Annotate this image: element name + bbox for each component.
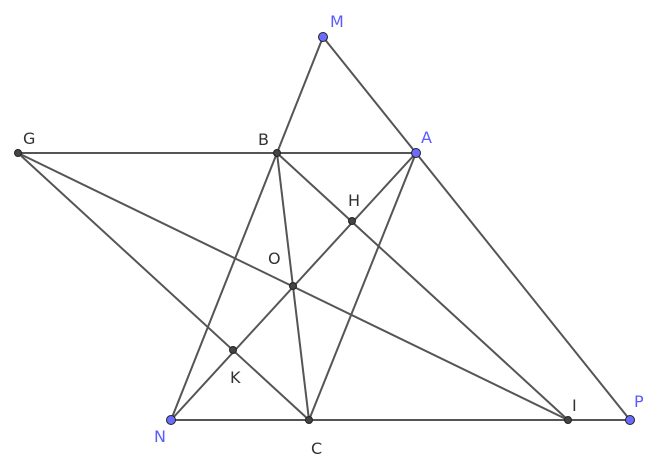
- point-P[interactable]: [625, 415, 635, 425]
- point-B[interactable]: [273, 149, 281, 157]
- point-C[interactable]: [305, 416, 313, 424]
- point-label-O: O: [268, 249, 281, 268]
- point-label-B: B: [258, 130, 269, 149]
- point-A[interactable]: [411, 148, 421, 158]
- point-H[interactable]: [348, 217, 356, 225]
- segment-MP[interactable]: [322, 36, 631, 421]
- segment-MN[interactable]: [170, 36, 324, 421]
- point-label-G: G: [23, 129, 35, 148]
- point-label-N: N: [154, 427, 166, 446]
- points-layer: M A B G H O K N C I P: [14, 12, 644, 458]
- point-label-I: I: [572, 396, 577, 415]
- point-label-P: P: [634, 392, 644, 411]
- segments-layer: [17, 36, 631, 421]
- point-label-A: A: [421, 128, 432, 147]
- point-O[interactable]: [289, 282, 297, 290]
- segment-BI[interactable]: [276, 152, 569, 421]
- point-K[interactable]: [229, 346, 237, 354]
- point-N[interactable]: [166, 415, 176, 425]
- point-I[interactable]: [564, 416, 572, 424]
- point-M[interactable]: [318, 32, 328, 42]
- segment-GC[interactable]: [17, 152, 310, 421]
- point-G[interactable]: [14, 149, 22, 157]
- point-label-H: H: [348, 191, 360, 210]
- segment-AC[interactable]: [308, 152, 417, 421]
- point-label-K: K: [230, 368, 241, 387]
- point-label-M: M: [330, 12, 344, 31]
- point-label-C: C: [311, 439, 322, 458]
